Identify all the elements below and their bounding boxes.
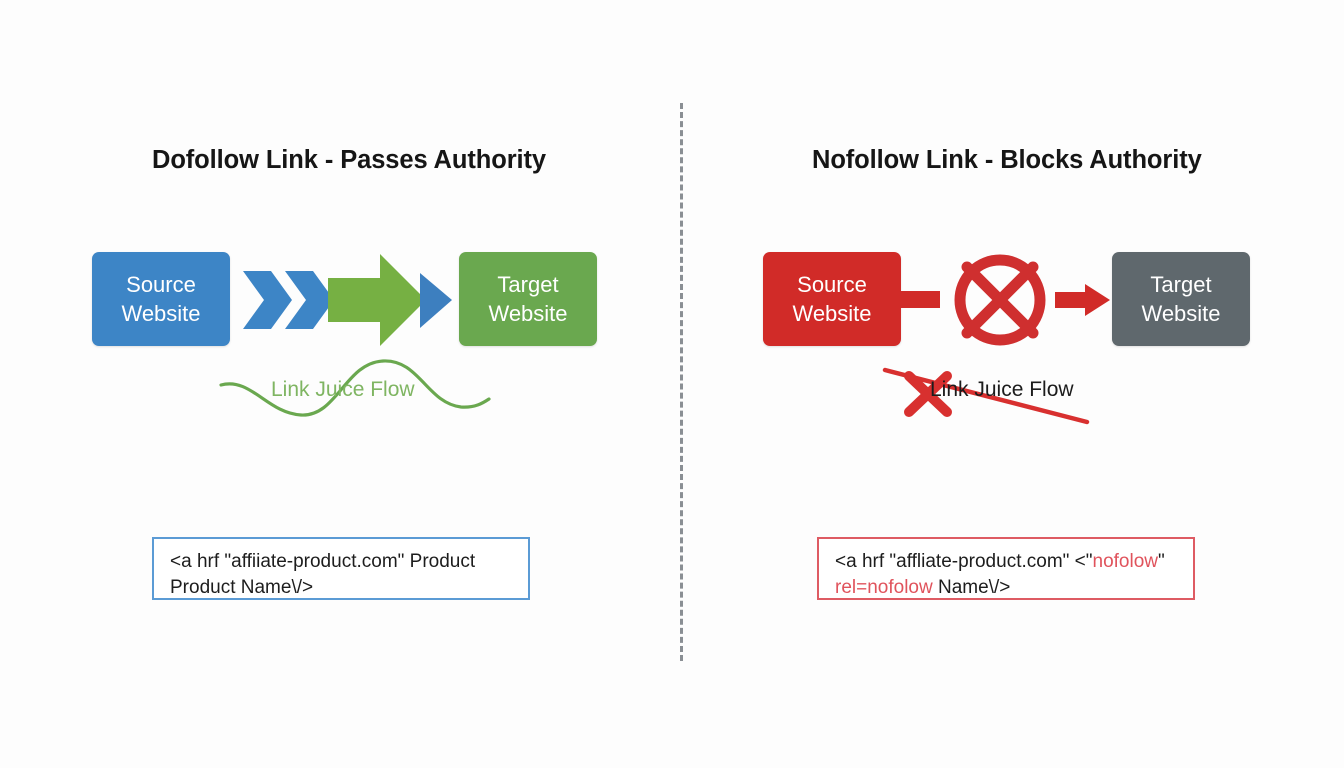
source-website-box-dofollow: Source Website	[92, 252, 230, 346]
code-token-plain-2: "	[1158, 551, 1165, 572]
chevron-icon-2	[285, 271, 334, 329]
target-box-line1: Target	[497, 271, 559, 297]
code-snippet-nofollow: <a hrf "affliate-product.com" <"nofolow"…	[817, 537, 1195, 600]
target-box-line2: Website	[1141, 301, 1221, 326]
target-website-box-nofollow: Target Website	[1112, 252, 1250, 346]
blocked-crossed-circle-icon	[954, 254, 1046, 346]
code-token-plain-3: Name\/>	[932, 576, 1011, 598]
code-line-2: Product Name\/>	[170, 576, 314, 598]
chevron-icon-1	[243, 271, 292, 329]
red-arrow-icon	[1055, 284, 1110, 316]
source-box-line2: Website	[121, 301, 201, 326]
panel-title-nofollow: Nofollow Link - Blocks Authority	[812, 146, 1202, 174]
code-token-nofollow-attr: nofolow	[1092, 551, 1159, 572]
source-box-line2: Website	[792, 301, 872, 326]
panel-divider	[680, 103, 683, 661]
source-website-box-nofollow: Source Website	[763, 252, 901, 346]
target-website-box-dofollow: Target Website	[459, 252, 597, 346]
red-bar-icon	[898, 291, 940, 308]
authority-flow-arrow-dofollow	[243, 254, 452, 346]
source-box-line1: Source	[126, 271, 196, 297]
blue-arrowhead-icon	[420, 273, 452, 328]
panel-title-dofollow: Dofollow Link - Passes Authority	[152, 146, 546, 174]
code-line-2: rel=nofolow Name\/>	[835, 575, 1180, 601]
code-token-plain-1: <a hrf "affliate-product.com" <"	[835, 551, 1093, 572]
link-juice-flow-label-dofollow: Link Juice Flow	[271, 378, 415, 401]
code-line-1: <a hrf "affliate-product.com" <"nofolow"	[835, 549, 1180, 575]
code-token-rel-nofollow: rel=nofolow	[835, 576, 933, 598]
green-arrow-icon	[328, 254, 426, 346]
target-box-line2: Website	[488, 301, 568, 326]
code-snippet-dofollow: <a hrf "affiiate-product.com" Product Pr…	[152, 537, 530, 600]
code-line-1: <a hrf "affiiate-product.com" Product	[170, 551, 476, 572]
target-box-line1: Target	[1150, 271, 1212, 297]
blocked-flow-indicator-nofollow	[898, 254, 1110, 346]
link-juice-flow-label-nofollow: Link Juice Flow	[930, 378, 1074, 401]
source-box-line1: Source	[797, 271, 867, 297]
